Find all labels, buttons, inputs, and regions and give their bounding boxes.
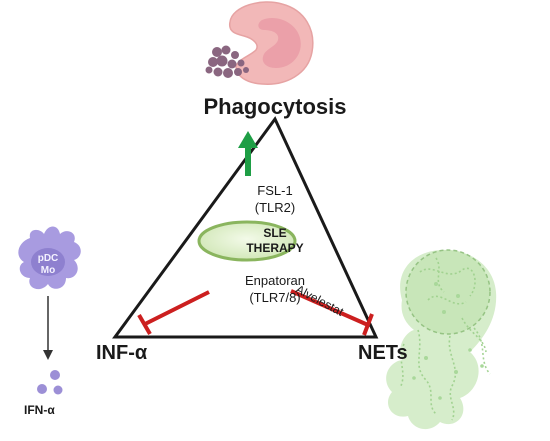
fsl-1-label: FSL-1 (TLR2) <box>0 182 550 216</box>
enpatoran-name: Enpatoran <box>245 273 305 288</box>
ifn-particles-icon <box>37 370 63 395</box>
pdc-label: pDC <box>37 253 59 264</box>
sle-therapy-line1: SLE <box>263 226 287 240</box>
fsl-1-name: FSL-1 <box>257 183 293 198</box>
enpatoran-label: Enpatoran (TLR7/8) <box>0 272 550 306</box>
fsl-1-target: (TLR2) <box>254 200 296 215</box>
net-icon <box>386 249 497 430</box>
phagocytosis-label: Phagocytosis <box>203 94 347 119</box>
secretion-arrow <box>43 296 53 360</box>
inf-alpha-label: INF-α <box>96 342 148 364</box>
inhibit-arrow-nets <box>290 289 374 336</box>
enpatoran-target: (TLR7/8) <box>249 290 301 305</box>
sle-therapy-ellipse <box>197 220 297 262</box>
inhibit-arrow-inf <box>137 290 210 336</box>
pdc-monocyte-icon <box>18 226 81 290</box>
nets-label: NETs <box>358 342 408 364</box>
sle-therapy-label: SLE THERAPY <box>0 226 550 256</box>
mo-label: Mo <box>40 265 56 276</box>
sle-therapy-line2: THERAPY <box>246 241 304 255</box>
pdc-mo-label: pDC Mo <box>28 253 68 277</box>
neutrophil-icon <box>205 1 314 85</box>
activation-arrow <box>238 131 258 176</box>
ifn-alpha-label: IFN-α <box>24 403 55 417</box>
